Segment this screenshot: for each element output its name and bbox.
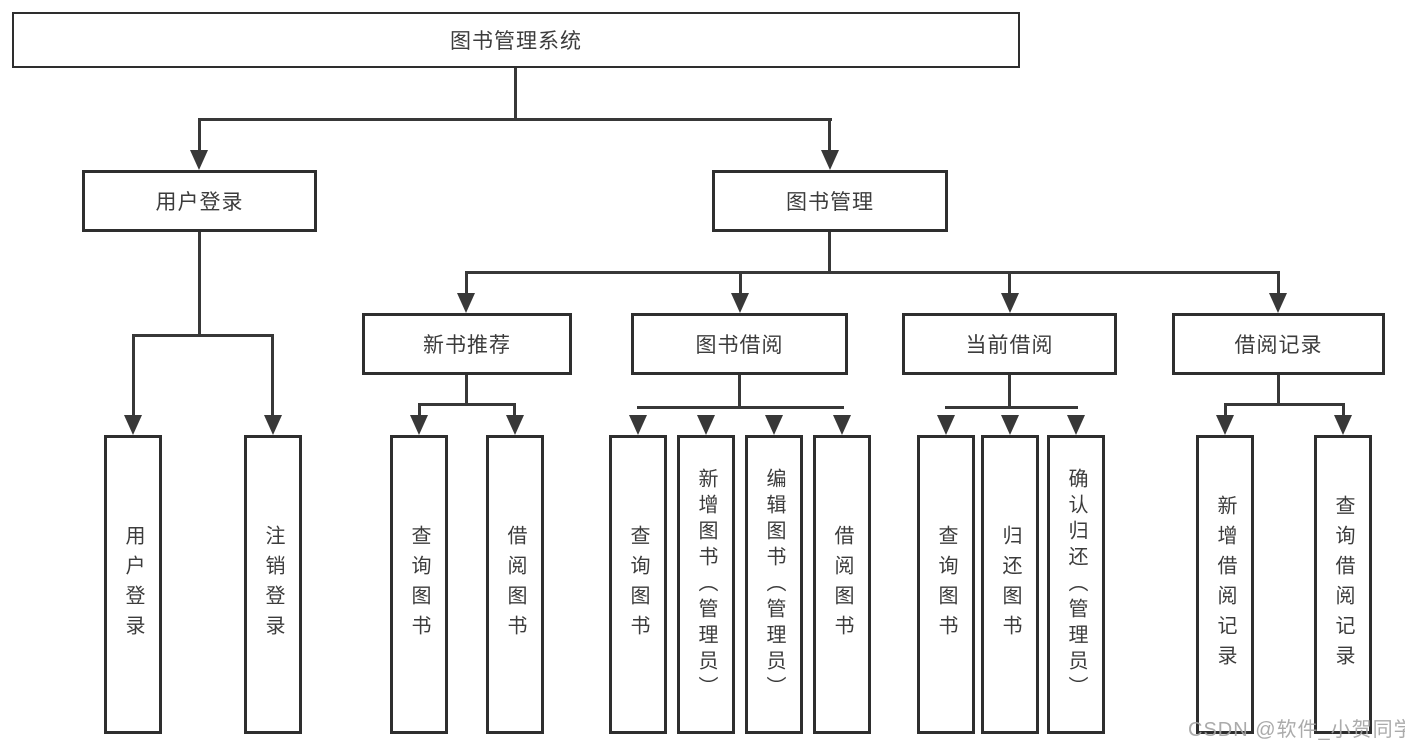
leaf-logout: 注销登录 [244, 435, 302, 734]
connector-line [465, 375, 468, 406]
node-label: 编辑图书（管理员） [763, 467, 785, 702]
connector-line [465, 271, 468, 297]
leaf-return-book: 归还图书 [981, 435, 1039, 734]
leaf-query-book-recommend: 查询图书 [390, 435, 448, 734]
leaf-confirm-return-admin: 确认归还（管理员） [1047, 435, 1105, 734]
connector-line [828, 118, 831, 154]
arrowhead-down [697, 415, 715, 435]
node-label: 新增图书（管理员） [695, 467, 717, 702]
connector-line [132, 334, 135, 418]
arrowhead-down [1001, 415, 1019, 435]
arrowhead-down [410, 415, 428, 435]
leaf-query-book-borrowing: 查询图书 [609, 435, 667, 734]
connector-line [1277, 375, 1280, 406]
node-book-management: 图书管理 [712, 170, 948, 232]
node-new-book-recommend: 新书推荐 [362, 313, 572, 375]
node-label: 借阅图书 [831, 524, 853, 645]
arrowhead-down [1216, 415, 1234, 435]
arrowhead-down [629, 415, 647, 435]
node-label: 查询图书 [935, 524, 957, 645]
connector-line [1342, 403, 1345, 417]
connector-line [465, 271, 1280, 274]
connector-line [738, 375, 741, 409]
node-book-borrowing: 图书借阅 [631, 313, 848, 375]
connector-line [513, 403, 516, 417]
node-library-system: 图书管理系统 [12, 12, 1020, 68]
node-label: 借阅图书 [504, 524, 526, 645]
node-user-login: 用户登录 [82, 170, 317, 232]
node-label: 新书推荐 [423, 334, 511, 357]
leaf-borrow-book: 借阅图书 [813, 435, 871, 734]
connector-line [514, 68, 517, 120]
connector-line [271, 334, 274, 418]
node-label: 用户登录 [155, 191, 244, 214]
leaf-add-borrow-record: 新增借阅记录 [1196, 435, 1254, 734]
connector-line [1008, 375, 1011, 409]
connector-line [1224, 403, 1227, 417]
node-label: 归还图书 [999, 524, 1021, 645]
arrowhead-down [124, 415, 142, 435]
arrowhead-down [190, 150, 208, 170]
connector-line [198, 118, 201, 154]
leaf-edit-book-admin: 编辑图书（管理员） [745, 435, 803, 734]
leaf-user-login: 用户登录 [104, 435, 162, 734]
leaf-query-borrow-record: 查询借阅记录 [1314, 435, 1372, 734]
connector-line [1277, 271, 1280, 297]
arrowhead-down [1001, 293, 1019, 313]
node-label: 图书管理 [786, 191, 874, 214]
leaf-add-book-admin: 新增图书（管理员） [677, 435, 735, 734]
arrowhead-down [457, 293, 475, 313]
connector-line [418, 403, 421, 417]
connector-line [1224, 403, 1344, 406]
node-label: 用户登录 [122, 524, 144, 645]
arrowhead-down [821, 150, 839, 170]
connector-line [739, 271, 742, 297]
node-label: 当前借阅 [965, 334, 1054, 357]
connector-line [828, 232, 831, 274]
arrowhead-down [937, 415, 955, 435]
leaf-query-book-current: 查询图书 [917, 435, 975, 734]
node-label: 注销登录 [262, 524, 284, 645]
connector-line [198, 118, 832, 121]
connector-line [1008, 271, 1011, 297]
node-label: 查询借阅记录 [1332, 494, 1354, 675]
node-label: 图书管理系统 [450, 30, 582, 53]
connector-line [418, 403, 516, 406]
arrowhead-down [833, 415, 851, 435]
node-current-borrowing: 当前借阅 [902, 313, 1117, 375]
node-label: 图书借阅 [695, 334, 784, 357]
arrowhead-down [1334, 415, 1352, 435]
connector-line [198, 232, 201, 337]
arrowhead-down [506, 415, 524, 435]
csdn-watermark: CSDN @软件_小贺同学 [1188, 719, 1405, 741]
arrowhead-down [264, 415, 282, 435]
arrowhead-down [765, 415, 783, 435]
node-label: 新增借阅记录 [1214, 494, 1236, 675]
node-label: 确认归还（管理员） [1065, 467, 1087, 702]
node-label: 借阅记录 [1234, 334, 1323, 357]
arrowhead-down [731, 293, 749, 313]
connector-line [637, 406, 844, 409]
leaf-borrow-book-recommend: 借阅图书 [486, 435, 544, 734]
node-borrow-records: 借阅记录 [1172, 313, 1385, 375]
node-label: 查询图书 [408, 524, 430, 645]
arrowhead-down [1269, 293, 1287, 313]
arrowhead-down [1067, 415, 1085, 435]
node-label: 查询图书 [627, 524, 649, 645]
connector-line [132, 334, 274, 337]
connector-line [945, 406, 1078, 409]
